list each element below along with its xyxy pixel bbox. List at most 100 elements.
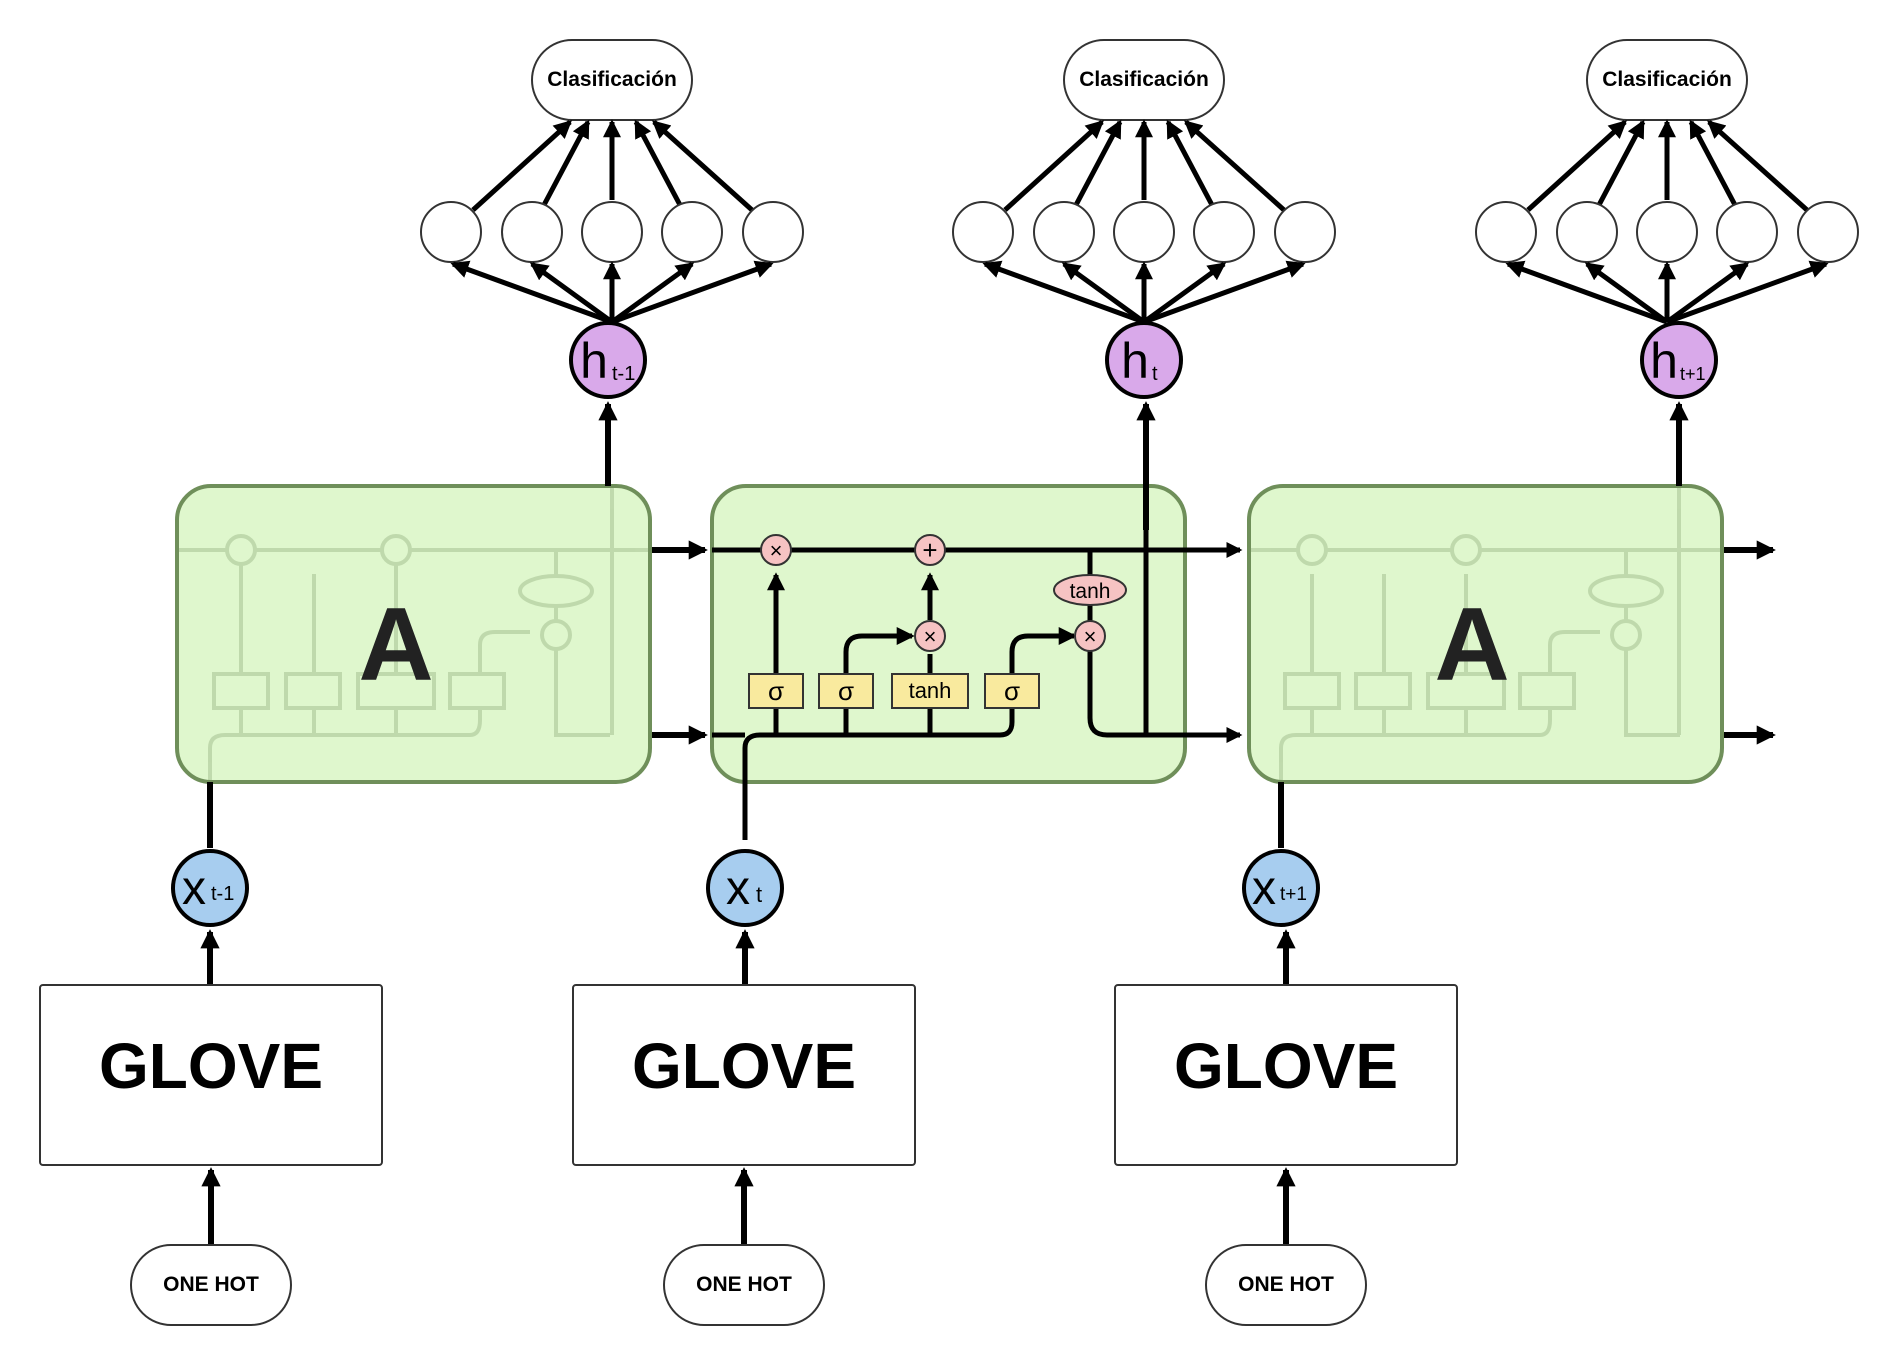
- sigma-label: σ: [1004, 676, 1020, 706]
- hidden-to-dense-connections: [982, 260, 1306, 325]
- glove-box: [39, 984, 383, 1166]
- gate-boxes: σ σ tanh σ: [748, 673, 1040, 709]
- faded-internals: [177, 486, 652, 782]
- glove-box-3: GLOVE: [1114, 984, 1458, 1166]
- x-main-label: x: [182, 862, 206, 915]
- svg-text:h: h: [1650, 333, 1678, 389]
- hidden-dense-layer: [952, 201, 1336, 263]
- output-multiply-op: [1074, 620, 1106, 652]
- input-nodes: x t-1 x t x t+1: [171, 782, 1320, 985]
- sigma-label: σ: [768, 676, 784, 706]
- glove-label: GLOVE: [99, 1030, 323, 1102]
- faded-internals: [1249, 486, 1722, 782]
- hidden-state-node: [1105, 321, 1183, 399]
- multiply-label: ×: [1084, 624, 1097, 649]
- glove-embeddings: GLOVE GLOVE GLOVE: [39, 984, 1458, 1166]
- glove-label: GLOVE: [1174, 1030, 1398, 1102]
- input-node: [1242, 849, 1320, 927]
- candidate-tanh: [891, 673, 969, 709]
- add-label: +: [922, 535, 937, 565]
- one-hot-node-2: ONE HOT: [663, 1244, 825, 1326]
- h-node-1: h t-1: [569, 321, 647, 399]
- dense-neuron: [1556, 201, 1618, 263]
- cell-state-arrows: [652, 540, 1776, 745]
- svg-text:x: x: [726, 862, 750, 915]
- h-main-label: h: [580, 333, 608, 389]
- svg-text:x: x: [1252, 862, 1276, 915]
- dense-neuron: [581, 201, 643, 263]
- pointwise-ops: × + × tanh ×: [760, 534, 1127, 652]
- dense-neuron: [1193, 201, 1255, 263]
- dense-neuron: [742, 201, 804, 263]
- lstm-cell-box: [175, 484, 652, 784]
- dense-neuron: [501, 201, 563, 263]
- classification-connections: [1003, 119, 1286, 212]
- hidden-to-dense-connections: [450, 260, 774, 325]
- h-node-3: h t+1: [1640, 321, 1718, 399]
- glove-label: GLOVE: [632, 1030, 856, 1102]
- h-main-label: h: [1650, 333, 1678, 389]
- x-node-1: x t-1: [171, 849, 249, 927]
- hidden-dense-layer: [1475, 201, 1859, 263]
- dense-neuron: [1274, 201, 1336, 263]
- dense-neuron: [1716, 201, 1778, 263]
- x-subscript-label: t-1: [211, 883, 234, 905]
- hidden-dense-layer: [420, 201, 804, 263]
- one-hot-node-3: ONE HOT: [1205, 1244, 1367, 1326]
- lstm-cell-label: A: [358, 587, 433, 703]
- input-node: [171, 849, 249, 927]
- dense-neuron: [1113, 201, 1175, 263]
- h-main-label: h: [1121, 333, 1149, 389]
- multiply-label: ×: [770, 538, 783, 563]
- lstm-cell-box: [710, 484, 1187, 784]
- cell-internal-wiring: [712, 530, 1243, 840]
- h-subscript-label: t-1: [612, 363, 635, 385]
- dense-neuron: [1033, 201, 1095, 263]
- one-hot-node: [130, 1244, 292, 1326]
- h-subscript-label: t: [1152, 363, 1158, 385]
- svg-text:h: h: [580, 333, 608, 389]
- svg-text:h: h: [1121, 333, 1149, 389]
- input-gate-sigma: [818, 673, 874, 709]
- h-subscript-label: t+1: [1680, 364, 1706, 384]
- dense-neuron: [1475, 201, 1537, 263]
- classification-head-2: Clasificación: [952, 39, 1336, 325]
- dense-neuron: [420, 201, 482, 263]
- tanh-label: tanh: [1070, 580, 1111, 603]
- x-node-2: x t: [706, 849, 784, 927]
- classification-label: Clasificación: [1079, 68, 1209, 91]
- multiply-label: ×: [924, 624, 937, 649]
- glove-box-2: GLOVE: [572, 984, 916, 1166]
- sigma-label: σ: [838, 676, 854, 706]
- lstm-cell-box: [1247, 484, 1724, 784]
- one-hot-node: [1205, 1244, 1367, 1326]
- x-main-label: x: [1252, 862, 1276, 915]
- forget-gate-sigma: [748, 673, 804, 709]
- x-node-3: x t+1: [1242, 849, 1320, 927]
- forget-multiply-op: [760, 534, 792, 566]
- one-hot-node-1: ONE HOT: [130, 1244, 292, 1326]
- glove-box-1: GLOVE: [39, 984, 383, 1166]
- classification-connections: [471, 119, 754, 212]
- hidden-state-node: [1640, 321, 1718, 399]
- add-op: [914, 534, 946, 566]
- classification-head-1: Clasificación: [420, 39, 804, 325]
- input-multiply-op: [914, 620, 946, 652]
- one-hot-node: [663, 1244, 825, 1326]
- dense-neuron: [952, 201, 1014, 263]
- lstm-cell-2: σ σ tanh σ × + × tanh ×: [710, 484, 1243, 840]
- one-hot-label: ONE HOT: [696, 1273, 792, 1296]
- x-subscript-label: t: [756, 882, 762, 907]
- lstm-cell-label: A: [1434, 587, 1509, 703]
- hidden-to-dense-connections: [1505, 260, 1829, 325]
- dense-neuron: [1797, 201, 1859, 263]
- h-node-2: h t: [1105, 321, 1183, 399]
- svg-text:x: x: [182, 862, 206, 915]
- hidden-state-node: [569, 321, 647, 399]
- glove-box: [1114, 984, 1458, 1166]
- dense-neuron: [661, 201, 723, 263]
- lstm-cell-1: A: [175, 484, 652, 784]
- x-subscript-label: t+1: [1280, 884, 1307, 905]
- output-gate-sigma: [984, 673, 1040, 709]
